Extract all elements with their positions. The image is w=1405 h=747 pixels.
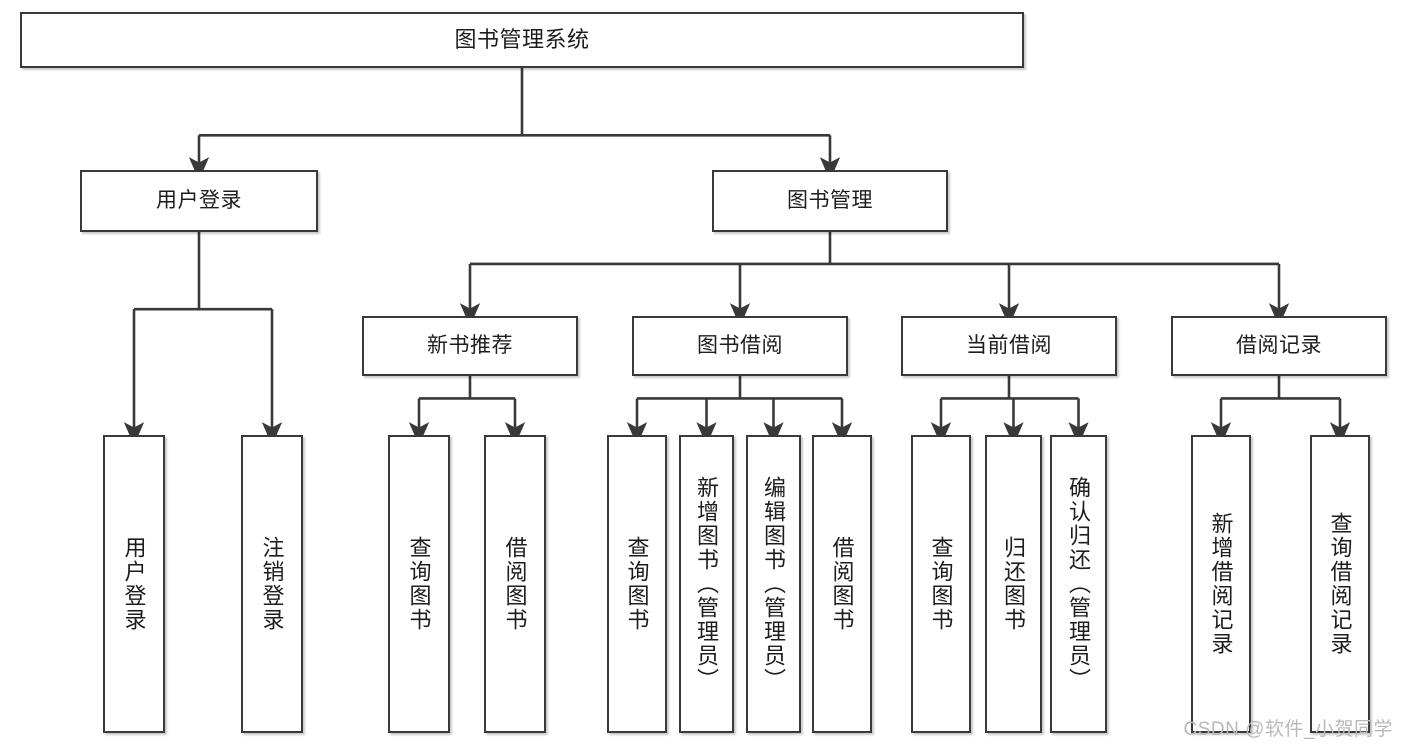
node-leaf-query-book-2[interactable]: 查询图书 [607, 435, 667, 733]
node-label: 图书借阅 [697, 334, 783, 358]
node-leaf-borrow-book-1[interactable]: 借阅图书 [484, 435, 546, 733]
node-leaf-user-logout[interactable]: 注销登录 [241, 435, 303, 733]
node-label: 用户登录 [121, 536, 147, 632]
node-label: 当前借阅 [966, 334, 1052, 358]
node-label: 新增借阅记录 [1208, 512, 1234, 656]
node-user-login[interactable]: 用户登录 [80, 170, 318, 232]
node-label: 编辑图书（管理员） [761, 476, 787, 692]
node-label: 图书管理系统 [454, 27, 590, 53]
node-label: 新书推荐 [427, 334, 513, 358]
node-borrow-record[interactable]: 借阅记录 [1171, 316, 1387, 376]
node-current-borrow[interactable]: 当前借阅 [901, 316, 1117, 376]
node-leaf-borrow-book-2[interactable]: 借阅图书 [812, 435, 872, 733]
node-leaf-return-book[interactable]: 归还图书 [985, 435, 1042, 733]
node-label: 查询图书 [624, 536, 650, 632]
node-book-management[interactable]: 图书管理 [712, 170, 948, 232]
node-leaf-user-login[interactable]: 用户登录 [103, 435, 165, 733]
node-leaf-add-record[interactable]: 新增借阅记录 [1191, 435, 1251, 733]
node-label: 注销登录 [259, 536, 285, 632]
node-label: 借阅记录 [1236, 334, 1322, 358]
node-label: 归还图书 [1001, 536, 1027, 632]
node-leaf-add-book[interactable]: 新增图书（管理员） [679, 435, 734, 733]
node-label: 借阅图书 [502, 536, 528, 632]
node-new-book-recommend[interactable]: 新书推荐 [362, 316, 578, 376]
node-label: 新增图书（管理员） [694, 476, 720, 692]
node-root[interactable]: 图书管理系统 [20, 12, 1024, 68]
node-label: 查询图书 [406, 536, 432, 632]
node-label: 查询借阅记录 [1327, 512, 1353, 656]
node-leaf-edit-book[interactable]: 编辑图书（管理员） [746, 435, 801, 733]
node-label: 用户登录 [156, 189, 242, 213]
node-leaf-confirm-return[interactable]: 确认归还（管理员） [1050, 435, 1107, 733]
node-leaf-query-record[interactable]: 查询借阅记录 [1310, 435, 1370, 733]
node-leaf-query-book-1[interactable]: 查询图书 [388, 435, 450, 733]
node-book-borrow[interactable]: 图书借阅 [632, 316, 848, 376]
node-label: 借阅图书 [829, 536, 855, 632]
node-label: 图书管理 [787, 189, 873, 213]
node-label: 查询图书 [928, 536, 954, 632]
node-leaf-query-book-3[interactable]: 查询图书 [911, 435, 971, 733]
node-label: 确认归还（管理员） [1066, 476, 1092, 692]
